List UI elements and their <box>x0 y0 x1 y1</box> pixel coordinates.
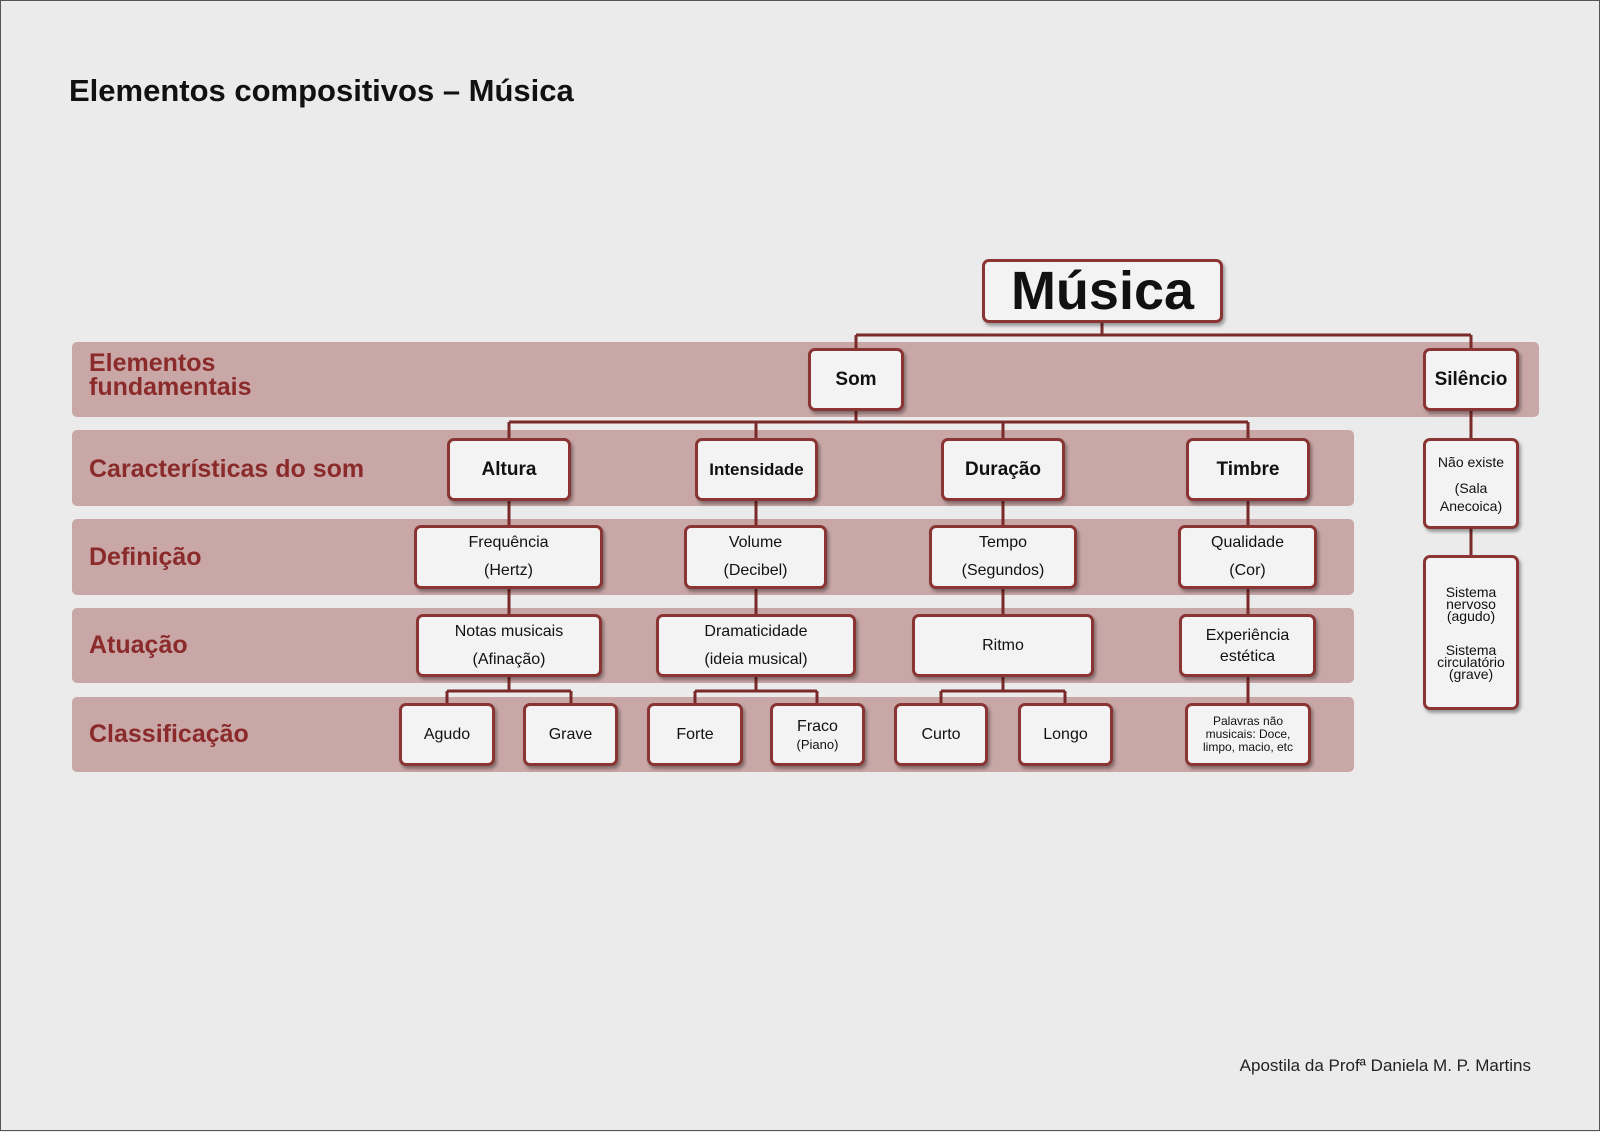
duracao-label: Duração <box>964 458 1042 480</box>
volume-box: Volume (Decibel) <box>684 525 827 589</box>
silencio-box: Silêncio <box>1423 348 1519 411</box>
dramaticidade-label: Dramaticidade <box>704 622 808 640</box>
connector-som <box>507 411 1250 438</box>
row-label-caracteristicas: Características do som <box>89 455 365 483</box>
timbre-box: Timbre <box>1186 438 1310 501</box>
grave-box: Grave <box>523 703 618 766</box>
connector-atuacao <box>507 589 1250 614</box>
connector-definicao <box>507 501 1250 525</box>
tempo-sub: (Segundos) <box>961 562 1045 579</box>
qualidade-sub: (Cor) <box>1229 562 1266 579</box>
longo-box: Longo <box>1018 703 1113 766</box>
fraco-label: Fraco <box>797 718 838 735</box>
ritmo-label: Ritmo <box>982 636 1024 654</box>
root-musica-box: Música <box>982 259 1223 323</box>
grave-label: Grave <box>548 725 593 743</box>
ritmo-box: Ritmo <box>912 614 1094 677</box>
agudo-label: Agudo <box>423 725 471 743</box>
footer-credit: Apostila da Profª Daniela M. P. Martins <box>1239 1056 1531 1075</box>
connector-root <box>854 323 1473 348</box>
curto-label: Curto <box>921 725 961 743</box>
intensidade-label: Intensidade <box>709 459 804 479</box>
timbre-label: Timbre <box>1216 458 1280 480</box>
som-label: Som <box>835 368 877 390</box>
sistema-nervoso-label: Sistema nervoso (agudo) <box>1445 583 1497 624</box>
frequencia-sub: (Hertz) <box>484 562 533 579</box>
qualidade-label: Qualidade <box>1211 534 1284 551</box>
frequencia-box: Frequência (Hertz) <box>414 525 603 589</box>
page-title: Elementos compositivos – Música <box>69 73 574 108</box>
forte-label: Forte <box>676 725 714 743</box>
sistemas-box: Sistema nervoso (agudo) Sistema circulat… <box>1423 555 1519 710</box>
notas-label: Notas musicais <box>454 622 564 640</box>
experiencia-box: Experiência estética <box>1179 614 1316 677</box>
row-label-classificacao: Classificação <box>89 720 249 748</box>
volume-sub: (Decibel) <box>723 562 788 579</box>
row-label-fundamentais: Elementos fundamentais <box>89 349 252 401</box>
longo-label: Longo <box>1043 725 1088 743</box>
qualidade-box: Qualidade (Cor) <box>1178 525 1317 589</box>
nao-existe-box: Não existe (Sala Anecoica) <box>1423 438 1519 529</box>
sala-anecoica-label: (Sala Anecoica) <box>1439 479 1503 514</box>
band-fundamentais <box>72 342 1539 417</box>
notas-sub: (Afinação) <box>472 650 546 668</box>
tempo-box: Tempo (Segundos) <box>929 525 1077 589</box>
tempo-label: Tempo <box>978 534 1028 551</box>
connector-classificacao <box>445 677 1250 703</box>
forte-box: Forte <box>647 703 743 766</box>
row-label-definicao: Definição <box>89 543 202 571</box>
altura-box: Altura <box>447 438 571 501</box>
curto-box: Curto <box>894 703 988 766</box>
sistema-circulatorio-label: Sistema circulatório (grave) <box>1437 641 1505 682</box>
agudo-box: Agudo <box>399 703 495 766</box>
intensidade-box: Intensidade <box>695 438 818 501</box>
fraco-box: Fraco (Piano) <box>770 703 865 766</box>
palavras-box: Palavras não musicais: Doce, limpo, maci… <box>1185 703 1311 766</box>
row-label-atuacao: Atuação <box>89 631 188 659</box>
nao-existe-label: Não existe <box>1437 453 1505 470</box>
root-label: Música <box>1010 261 1195 321</box>
dramaticidade-sub: (ideia musical) <box>704 650 808 668</box>
silencio-label: Silêncio <box>1434 368 1508 390</box>
palavras-label: Palavras não musicais: Doce, limpo, maci… <box>1202 714 1294 754</box>
duracao-box: Duração <box>941 438 1065 501</box>
dramaticidade-box: Dramaticidade (ideia musical) <box>656 614 856 677</box>
som-box: Som <box>808 348 904 411</box>
volume-label: Volume <box>728 534 783 551</box>
frequencia-label: Frequência <box>468 534 549 551</box>
experiencia-label: Experiência <box>1205 626 1290 644</box>
fraco-sub: (Piano) <box>796 737 839 752</box>
notas-musicais-box: Notas musicais (Afinação) <box>416 614 602 677</box>
experiencia-sub: estética <box>1219 647 1276 665</box>
altura-label: Altura <box>481 458 537 480</box>
